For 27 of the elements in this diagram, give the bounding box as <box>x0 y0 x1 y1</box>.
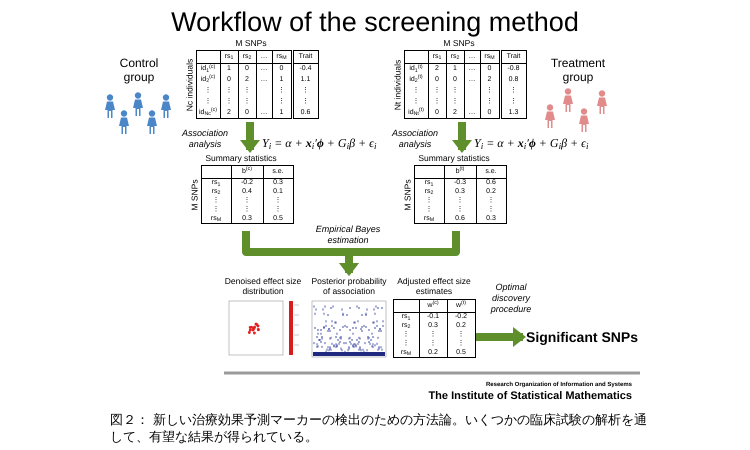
equation: Y$_{i}$ = α + x$_{i}$′ϕ + G$_{i}$β + ϵ$_{i}$ <box>262 135 377 152</box>
edge-label: Association analysis <box>180 128 230 150</box>
axis-label: M SNPs <box>401 178 414 210</box>
table-title: M SNPs <box>443 38 475 48</box>
arrow <box>452 122 472 153</box>
caption: 図２： 新しい治療効果予測マーカーの検出のための方法論。いくつかの臨床試験の解析を通して、有望な結果が得られている。 <box>110 412 648 446</box>
equation: Y$_{i}$ = α + x$_{i}$′ϕ + G$_{i}$β + ϵ$_{i}$ <box>474 135 589 152</box>
arrow <box>339 231 460 276</box>
title: Workflow of the screening method <box>170 6 580 38</box>
table-title: Summary statistics <box>418 153 490 163</box>
group-label: Control group <box>118 56 160 84</box>
table-title: Adjusted effect size estimates <box>396 276 472 296</box>
plot-title: Posterior probability of association <box>310 276 388 296</box>
table-title: Summary statistics <box>205 153 277 163</box>
table-title: M SNPs <box>235 38 267 48</box>
arrow <box>240 122 260 153</box>
axis-label: Nc individuals <box>183 58 196 111</box>
plot-title: Denoised effect size distribution <box>224 276 302 296</box>
edge-label: Association analysis <box>390 128 440 150</box>
footer-text: The Institute of Statistical Mathematics <box>428 389 632 404</box>
edge-label: Empirical Bayes estimation <box>314 224 382 246</box>
edge-label: Optimal discovery procedure <box>490 282 532 315</box>
group-label: Treatment group <box>550 56 606 84</box>
axis-label: M SNPs <box>188 178 200 210</box>
arrow <box>476 327 526 347</box>
axis-label: Nt individuals <box>391 59 404 110</box>
result-label: Significant SNPs <box>526 328 638 347</box>
